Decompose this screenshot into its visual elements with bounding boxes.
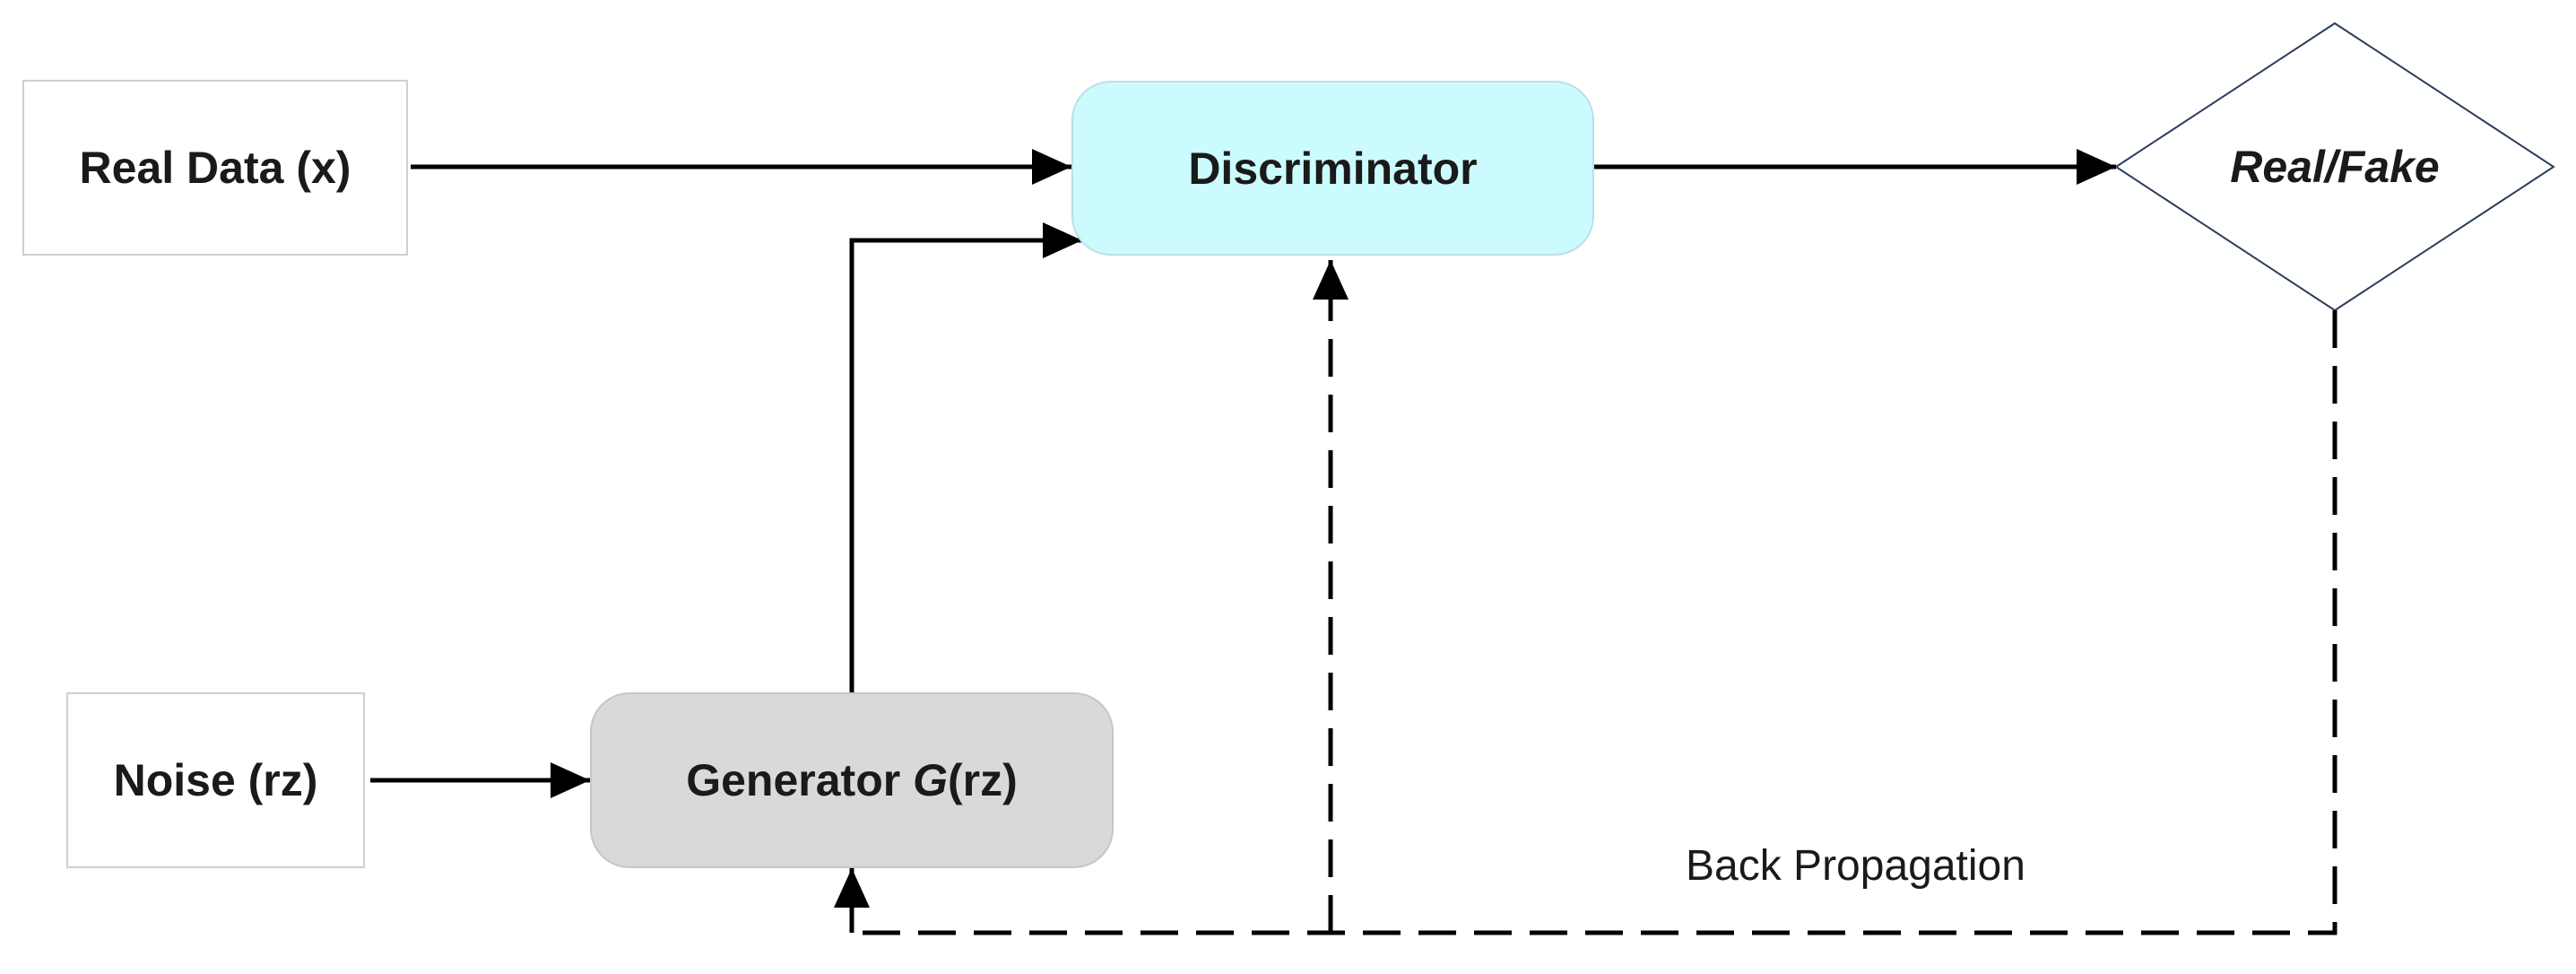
decision-label: Real/Fake bbox=[2230, 142, 2440, 192]
real-data-node: Real Data (x) bbox=[22, 80, 408, 256]
discriminator-label: Discriminator bbox=[1188, 143, 1478, 194]
decision-node: Real/Fake bbox=[2125, 113, 2545, 221]
generator-label: Generator G(rz) bbox=[686, 754, 1018, 806]
backprop-label: Back Propagation bbox=[1686, 842, 2025, 890]
arrow-generator-to-discriminator bbox=[849, 222, 1082, 692]
noise-node: Noise (rz) bbox=[66, 692, 365, 868]
discriminator-node: Discriminator bbox=[1071, 81, 1594, 256]
noise-label: Noise (rz) bbox=[113, 755, 318, 805]
generator-label-prefix: Generator bbox=[686, 755, 914, 805]
real-data-label: Real Data (x) bbox=[79, 143, 351, 193]
generator-label-suffix: (rz) bbox=[948, 755, 1018, 805]
backprop-line-main bbox=[852, 310, 2337, 935]
generator-label-symbol: G bbox=[913, 755, 948, 805]
generator-node: Generator G(rz) bbox=[590, 692, 1114, 868]
